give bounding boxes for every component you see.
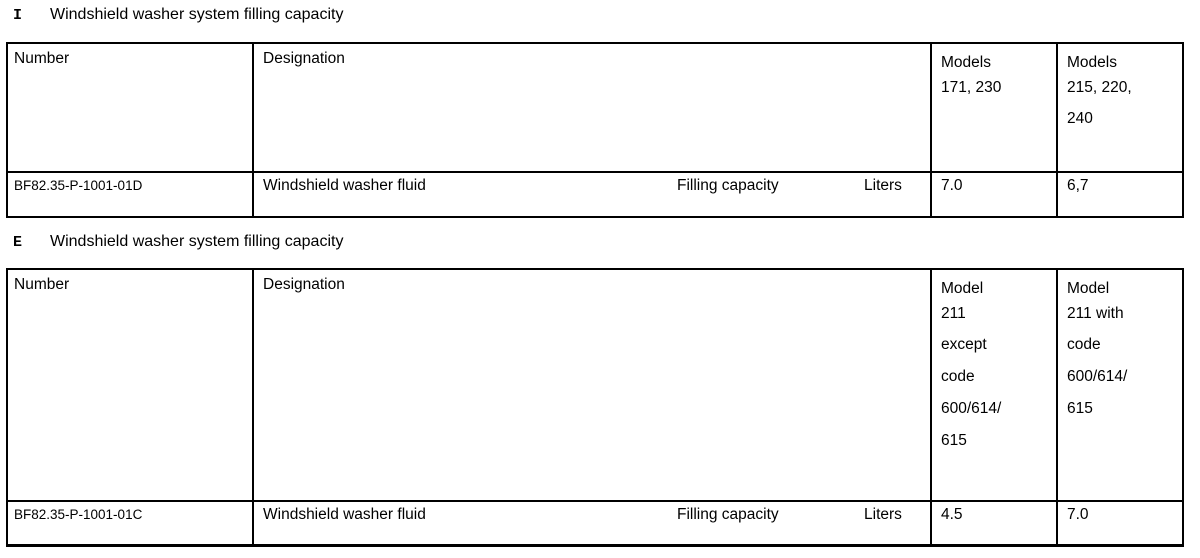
header-line: 240 [1067, 110, 1093, 127]
header-line: Model [941, 280, 984, 297]
designation-cell: Windshield washer fluid Filling capacity… [252, 500, 932, 547]
designation-content: Windshield washer fluid Filling capacity… [263, 177, 921, 195]
header-line: 171, 230 [941, 79, 1002, 96]
header-line: except [941, 336, 987, 353]
attribute-label: Filling capacity [677, 177, 779, 194]
section-heading: E Windshield washer system filling capac… [13, 233, 343, 251]
number-column-header: Number [6, 42, 254, 173]
header-line: 211 with [1067, 305, 1124, 322]
capacity-table-1: Number Designation Models 171, 230 Model… [6, 42, 1184, 218]
section-marker: E [13, 234, 23, 251]
header-line: 600/614/ [1067, 368, 1128, 385]
header-line: 215, 220, [1067, 79, 1132, 96]
section-title: Windshield washer system filling capacit… [50, 233, 344, 250]
designation-name: Windshield washer fluid [263, 177, 426, 194]
header-line: code [941, 368, 975, 385]
header-line: code [1067, 336, 1101, 353]
header-line: 615 [1067, 400, 1093, 417]
designation-content: Windshield washer fluid Filling capacity… [263, 506, 921, 524]
header-line: 211 [941, 305, 966, 322]
designation-cell: Windshield washer fluid Filling capacity… [252, 171, 932, 218]
designation-name: Windshield washer fluid [263, 506, 426, 523]
header-line: Model [1067, 280, 1110, 297]
header-line: 615 [941, 432, 967, 449]
part-number-cell: BF82.35-P-1001-01C [6, 500, 254, 547]
models-column-header-left: Models 171, 230 [930, 42, 1058, 173]
capacity-table-2: Number Designation Model 211 except code… [6, 268, 1184, 547]
table-data-row: BF82.35-P-1001-01C Windshield washer flu… [6, 500, 1184, 547]
table-data-row: BF82.35-P-1001-01D Windshield washer flu… [6, 171, 1184, 218]
part-number-cell: BF82.35-P-1001-01D [6, 171, 254, 218]
value-cell-right: 7.0 [1056, 500, 1184, 547]
header-line: Models [1067, 54, 1117, 71]
header-line: 600/614/ [941, 400, 1002, 417]
value-cell-right: 6,7 [1056, 171, 1184, 218]
unit-label: Liters [864, 177, 902, 194]
attribute-label: Filling capacity [677, 506, 779, 523]
models-column-header-right: Models 215, 220, 240 [1056, 42, 1184, 173]
section-marker: I [13, 7, 23, 24]
model-column-header-right: Model 211 with code 600/614/ 615 [1056, 268, 1184, 502]
number-column-header: Number [6, 268, 254, 502]
value-cell-left: 7.0 [930, 171, 1058, 218]
model-column-header-left: Model 211 except code 600/614/ 615 [930, 268, 1058, 502]
unit-label: Liters [864, 506, 902, 523]
header-line: Models [941, 54, 991, 71]
section-heading: I Windshield washer system filling capac… [13, 6, 343, 24]
section-title: Windshield washer system filling capacit… [50, 6, 344, 23]
table-header-row: Number Designation Model 211 except code… [6, 268, 1184, 502]
table-header-row: Number Designation Models 171, 230 Model… [6, 42, 1184, 173]
designation-column-header: Designation [252, 42, 932, 173]
value-cell-left: 4.5 [930, 500, 1058, 547]
designation-column-header: Designation [252, 268, 932, 502]
